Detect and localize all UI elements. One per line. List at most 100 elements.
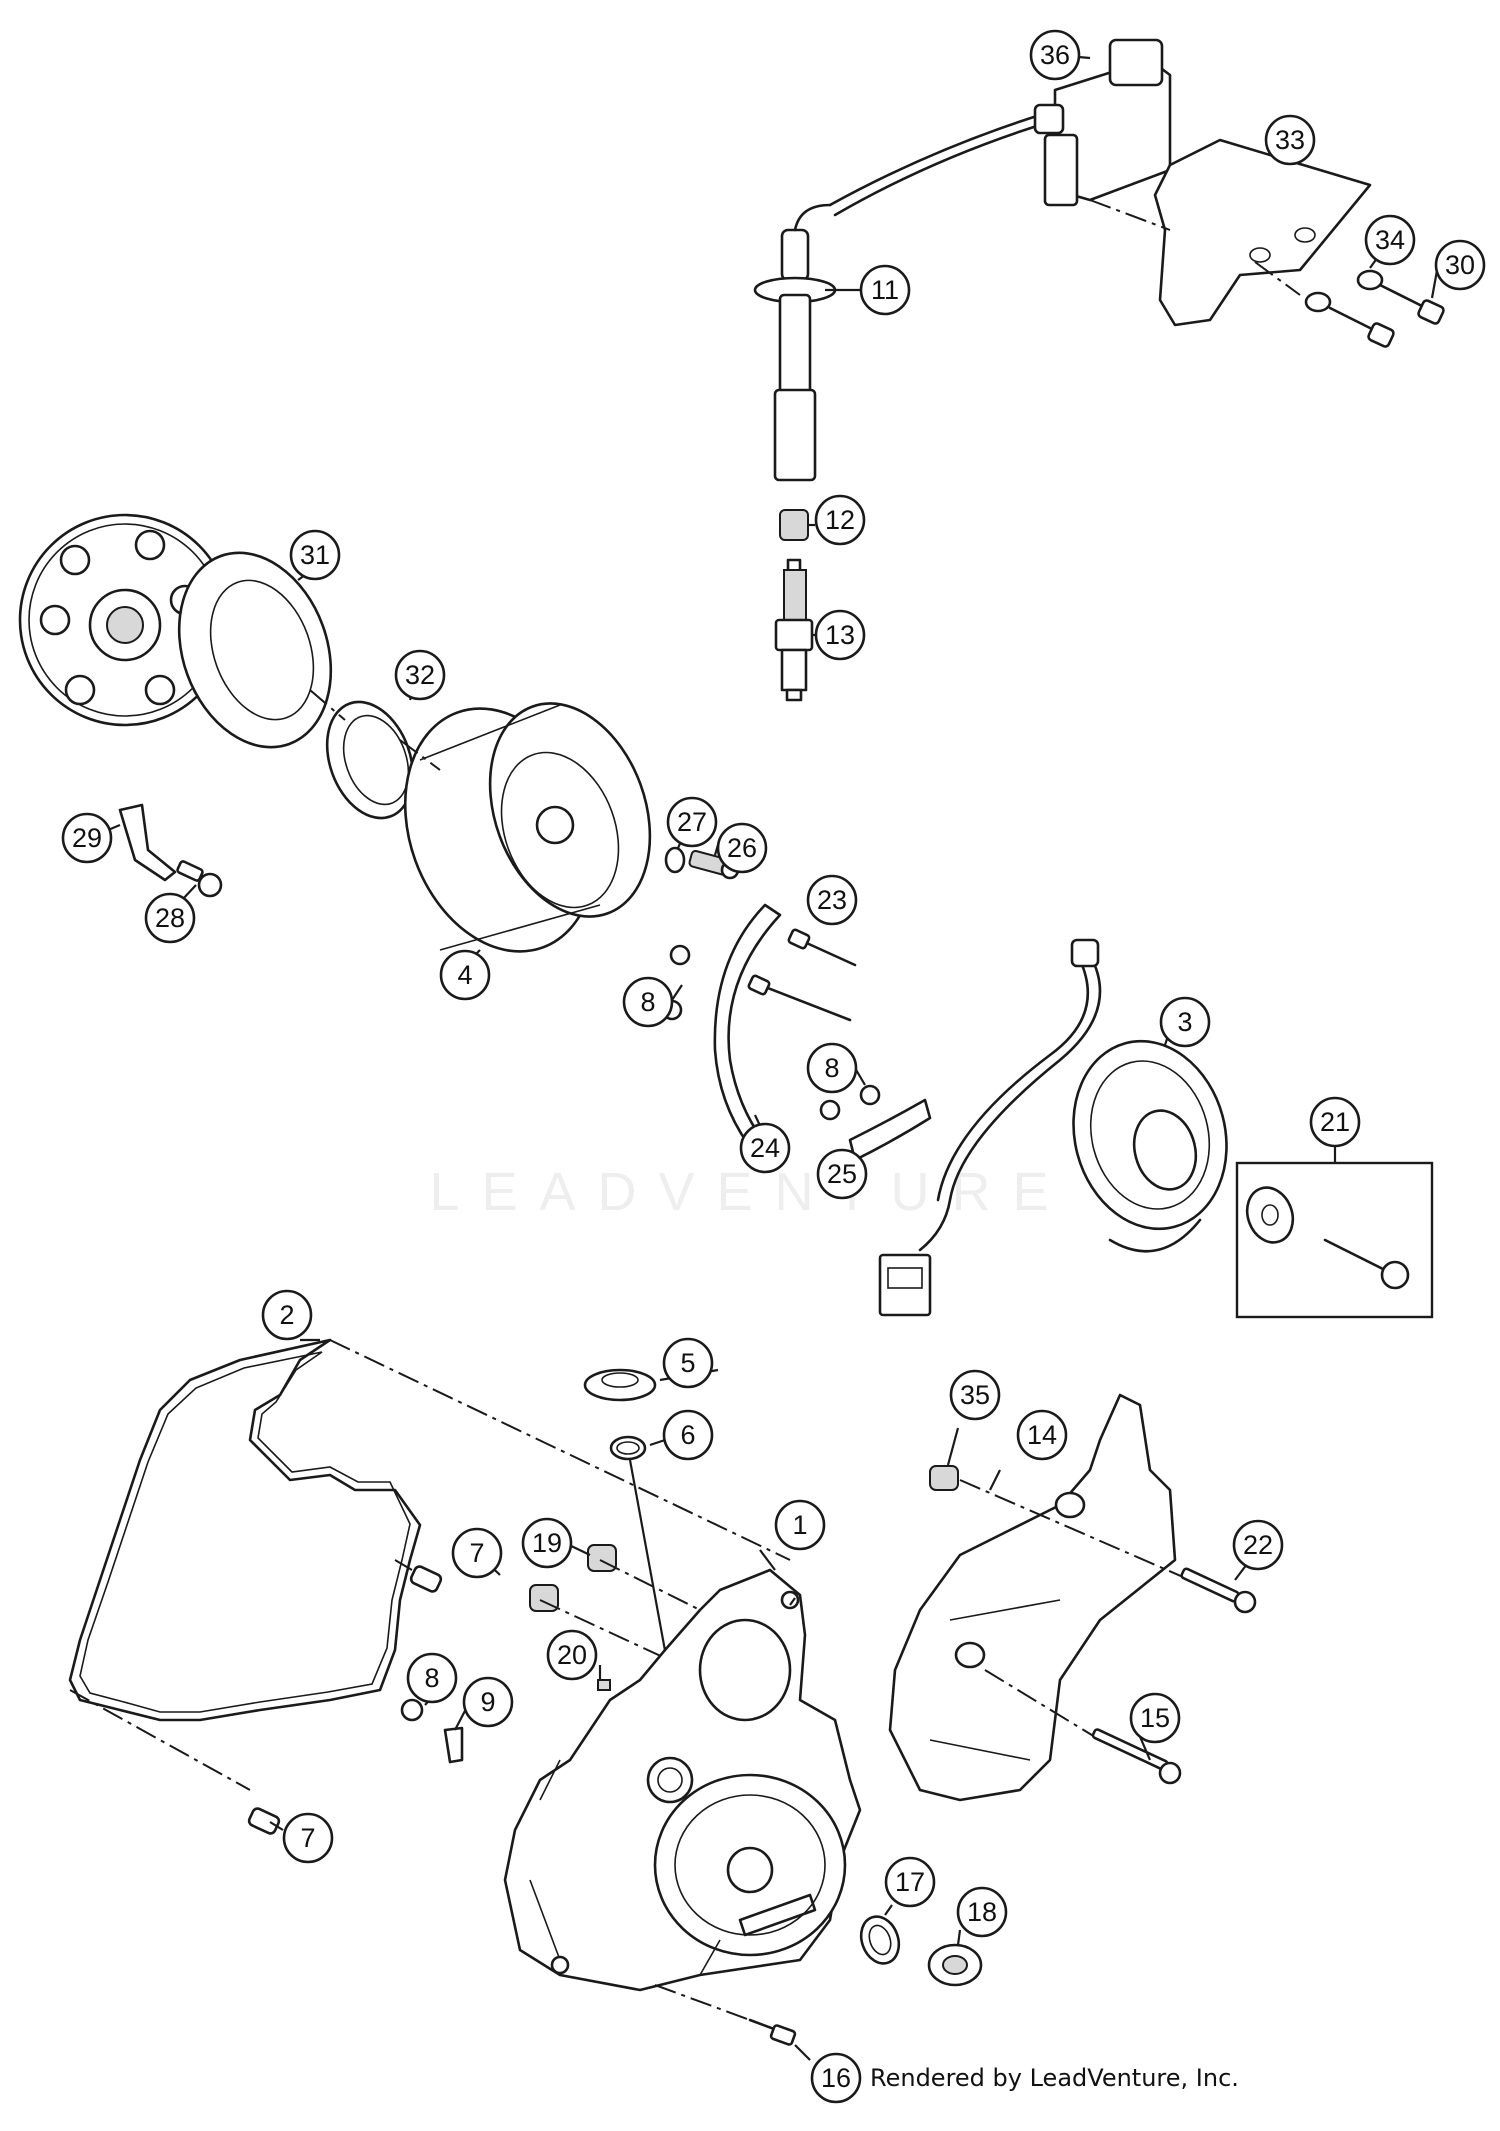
spark-plug-connector: [753, 203, 837, 482]
svg-text:16: 16: [821, 2063, 851, 2093]
stator-connector: [878, 1253, 932, 1317]
callout[interactable]: 1: [774, 1499, 826, 1551]
callout[interactable]: 5: [662, 1337, 714, 1389]
callout[interactable]: 15: [1129, 1692, 1181, 1744]
svg-text:5: 5: [680, 1348, 695, 1378]
callout[interactable]: 7: [282, 1812, 334, 1864]
callout[interactable]: 6: [662, 1409, 714, 1461]
callout[interactable]: 26: [716, 822, 768, 874]
stator-cable: [918, 938, 1202, 1253]
callout[interactable]: 31: [289, 529, 341, 581]
dowel-upper: [409, 1565, 443, 1593]
svg-text:2: 2: [279, 1300, 294, 1330]
svg-text:22: 22: [1243, 1530, 1273, 1560]
rotor-washer: [664, 846, 686, 874]
callout[interactable]: 9: [462, 1676, 514, 1728]
svg-text:3: 3: [1177, 1007, 1192, 1037]
callout[interactable]: 25: [816, 1148, 868, 1200]
svg-text:33: 33: [1275, 125, 1305, 155]
kit-screw: [1323, 1238, 1410, 1290]
cover-bushing: [929, 1465, 959, 1491]
screw-plug: [583, 1368, 657, 1402]
svg-text:17: 17: [895, 1867, 925, 1897]
svg-text:35: 35: [960, 1380, 990, 1410]
callout[interactable]: 32: [394, 649, 446, 701]
callout[interactable]: 23: [806, 874, 858, 926]
watermark-text: LEADVENTURE: [429, 1162, 1070, 1222]
svg-text:8: 8: [824, 1053, 839, 1083]
callout[interactable]: 22: [1232, 1519, 1284, 1571]
chain-guide-nuts: [661, 944, 881, 1121]
callout[interactable]: 20: [546, 1629, 598, 1681]
svg-text:32: 32: [405, 660, 435, 690]
svg-text:12: 12: [825, 505, 855, 535]
callout[interactable]: 16: [810, 2052, 862, 2104]
svg-text:4: 4: [457, 960, 472, 990]
svg-text:36: 36: [1040, 40, 1070, 70]
svg-text:21: 21: [1320, 1107, 1350, 1137]
svg-text:19: 19: [532, 1528, 562, 1558]
pin: [597, 1679, 611, 1691]
callout[interactable]: 8: [406, 1652, 458, 1704]
callout[interactable]: 30: [1434, 239, 1486, 291]
callout[interactable]: 19: [521, 1517, 573, 1569]
svg-text:24: 24: [750, 1133, 780, 1163]
callout[interactable]: 33: [1264, 114, 1316, 166]
callout[interactable]: 13: [814, 609, 866, 661]
callout[interactable]: 7: [451, 1527, 503, 1579]
callout[interactable]: 8: [806, 1042, 858, 1094]
sensor-nut: [400, 1698, 424, 1722]
ignition-coil: [1038, 38, 1172, 207]
svg-text:25: 25: [827, 1159, 857, 1189]
credit-text: Rendered by LeadVenture, Inc.: [870, 2064, 1239, 2092]
oil-plug: [927, 1943, 983, 1987]
ignition-cover: [503, 1568, 862, 1992]
svg-text:1: 1: [792, 1510, 807, 1540]
callouts: 36 33 34 30 11 12 13 31 32 29 28 27 26 4…: [61, 29, 1486, 2104]
gasket: [68, 1338, 422, 1722]
callout[interactable]: 14: [1016, 1409, 1068, 1461]
callout[interactable]: 35: [949, 1369, 1001, 1421]
freewheel: [177, 551, 333, 749]
callout[interactable]: 36: [1029, 29, 1081, 81]
callout[interactable]: 34: [1364, 214, 1416, 266]
svg-text:29: 29: [72, 823, 102, 853]
svg-text:11: 11: [871, 275, 899, 305]
callout[interactable]: 28: [144, 892, 196, 944]
bushing-upper: [587, 1544, 617, 1572]
svg-text:8: 8: [424, 1663, 439, 1693]
callout[interactable]: 8: [622, 976, 674, 1028]
svg-text:28: 28: [155, 903, 185, 933]
chain-guide-bolts: [747, 928, 857, 1022]
callout[interactable]: 17: [884, 1856, 936, 1908]
callout[interactable]: 12: [814, 494, 866, 546]
tensioner-rail: [848, 1098, 932, 1162]
spark-plug-adapter: [779, 509, 809, 541]
callout[interactable]: 2: [261, 1289, 313, 1341]
callout[interactable]: 27: [666, 796, 718, 848]
rotor: [403, 702, 652, 953]
svg-text:34: 34: [1375, 225, 1405, 255]
callout[interactable]: 18: [956, 1886, 1008, 1938]
callout[interactable]: 24: [739, 1122, 791, 1174]
callout[interactable]: 3: [1159, 996, 1211, 1048]
callout[interactable]: 11: [859, 264, 911, 316]
kit-washer: [1245, 1186, 1295, 1244]
callout[interactable]: 4: [439, 949, 491, 1001]
callout[interactable]: 29: [61, 812, 113, 864]
plug-o-ring: [859, 1915, 901, 1965]
svg-text:31: 31: [300, 540, 330, 570]
svg-text:7: 7: [469, 1538, 484, 1568]
svg-text:20: 20: [557, 1640, 587, 1670]
outer-cover: [888, 1393, 1177, 1802]
svg-text:6: 6: [680, 1420, 695, 1450]
spark-plug: [774, 558, 814, 702]
clip-screw: [176, 860, 223, 898]
svg-text:13: 13: [825, 620, 855, 650]
svg-text:15: 15: [1140, 1703, 1170, 1733]
callout[interactable]: 21: [1309, 1096, 1361, 1148]
bracket-washer: [1304, 269, 1384, 313]
svg-text:7: 7: [300, 1823, 315, 1853]
svg-text:18: 18: [967, 1897, 997, 1927]
